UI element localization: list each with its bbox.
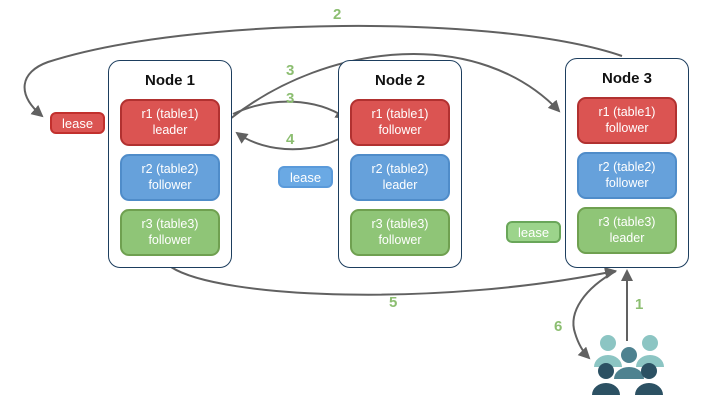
replica-r2-node2: r2 (table2) leader [350, 154, 450, 201]
replica-name: r2 (table2) [371, 161, 429, 176]
arrow-step4-node2-to-node1 [235, 130, 353, 151]
node-2-box: Node 2 r1 (table1) follower r2 (table2) … [338, 60, 462, 268]
replica-role: follower [148, 177, 192, 192]
node-3-replicas: r1 (table1) follower r2 (table2) followe… [577, 97, 677, 262]
replica-name: r2 (table2) [141, 161, 199, 176]
replica-role: follower [605, 120, 649, 135]
node-2-replicas: r1 (table1) follower r2 (table2) leader … [350, 99, 450, 264]
replica-role: leader [152, 122, 188, 137]
step-label-5: 5 [389, 294, 398, 311]
replica-name: r3 (table3) [371, 216, 429, 231]
replica-role: follower [378, 122, 422, 137]
replica-r2-node3: r2 (table2) follower [577, 152, 677, 199]
replica-name: r3 (table3) [598, 214, 656, 229]
replica-r3-node2: r3 (table3) follower [350, 209, 450, 256]
node-3-title: Node 3 [601, 70, 652, 87]
user-front-right [635, 363, 663, 395]
step-label-3a: 3 [286, 62, 295, 79]
node-2-title: Node 2 [374, 72, 425, 89]
step-label-1: 1 [635, 296, 644, 313]
replica-r1-node1: r1 (table1) leader [120, 99, 220, 146]
node-1-title: Node 1 [144, 72, 195, 89]
replica-role: leader [382, 177, 418, 192]
lease-badge-blue: lease [278, 166, 334, 188]
step-label-3b: 3 [286, 90, 295, 107]
replica-name: r2 (table2) [598, 159, 656, 174]
replica-r1-node2: r1 (table1) follower [350, 99, 450, 146]
step-label-4: 4 [286, 131, 295, 148]
replica-role: follower [148, 232, 192, 247]
user-back-right [636, 335, 664, 367]
user-center [614, 347, 644, 379]
users-icon-svg [592, 335, 664, 395]
users-icon [592, 332, 672, 402]
replica-role: follower [605, 175, 649, 190]
replica-r3-node1: r3 (table3) follower [120, 209, 220, 256]
replica-name: r1 (table1) [141, 106, 199, 121]
replica-name: r3 (table3) [141, 216, 199, 231]
step-label-2: 2 [333, 6, 342, 23]
arrow-step5-node1-to-node3 [170, 266, 617, 296]
user-front-left [592, 363, 620, 395]
node-3-box: Node 3 r1 (table1) follower r2 (table2) … [565, 58, 689, 268]
lease-badge-red: lease [50, 112, 106, 134]
lease-badge-green: lease [506, 221, 562, 243]
replica-r1-node3: r1 (table1) follower [577, 97, 677, 144]
step-label-6: 6 [554, 318, 563, 335]
user-back-left [594, 335, 622, 367]
replica-r2-node1: r2 (table2) follower [120, 154, 220, 201]
replica-name: r1 (table1) [598, 104, 656, 119]
replica-role: leader [609, 230, 645, 245]
replica-r3-node3: r3 (table3) leader [577, 207, 677, 254]
node-1-replicas: r1 (table1) leader r2 (table2) follower … [120, 99, 220, 264]
node-1-box: Node 1 r1 (table1) leader r2 (table2) fo… [108, 60, 232, 268]
replica-role: follower [378, 232, 422, 247]
replica-name: r1 (table1) [371, 106, 429, 121]
